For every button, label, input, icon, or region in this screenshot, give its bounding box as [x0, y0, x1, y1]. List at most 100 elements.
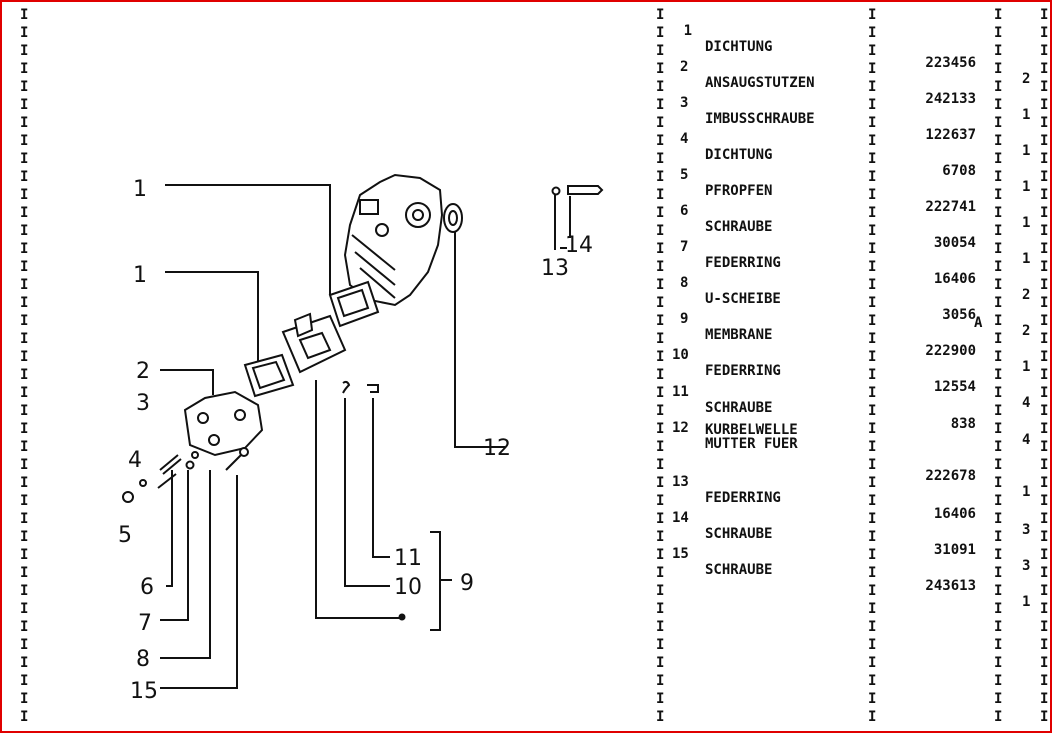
column-marker: I [1040, 511, 1049, 527]
row-quantity: 1 [1022, 484, 1031, 500]
column-marker: I [20, 673, 29, 689]
column-marker: I [656, 295, 665, 311]
row-quantity: 2 [1022, 287, 1031, 303]
row-position: 12 [672, 420, 689, 436]
column-marker: I [1040, 151, 1049, 167]
column-marker: I [994, 367, 1003, 383]
row-description: DICHTUNG [705, 39, 773, 55]
row-position: 2 [680, 59, 689, 75]
table-row: 13 FEDERRING 16406 3 [672, 458, 1030, 554]
column-marker: I [868, 169, 877, 185]
column-marker: I [656, 529, 665, 545]
row-description-line-2: KURBELWELLE [705, 422, 798, 438]
row-position: 4 [680, 131, 689, 147]
column-marker: I [994, 439, 1003, 455]
row-quantity: 1 [1022, 594, 1031, 610]
column-marker: I [1040, 169, 1049, 185]
column-marker: I [20, 709, 29, 725]
column-marker: I [20, 511, 29, 527]
row-quantity: 4 [1022, 395, 1031, 411]
column-marker: I [994, 25, 1003, 41]
column-marker: I [1040, 439, 1049, 455]
column-marker: I [656, 619, 665, 635]
column-marker: I [994, 637, 1003, 653]
column-marker: I [1040, 97, 1049, 113]
callout-3: 3 [136, 391, 150, 416]
column-marker: I [656, 7, 665, 23]
column-marker: I [994, 565, 1003, 581]
callout-1-upper: 1 [133, 177, 147, 202]
column-marker: I [868, 475, 877, 491]
column-marker: I [20, 349, 29, 365]
row-description: DICHTUNG [705, 147, 773, 163]
column-marker: I [868, 187, 877, 203]
column-marker: I [868, 25, 877, 41]
table-row: 1 DICHTUNG 223456 2 [672, 7, 1031, 103]
column-marker: I [656, 61, 665, 77]
column-marker: I [1040, 223, 1049, 239]
column-marker: I [20, 7, 29, 23]
column-marker: I [994, 655, 1003, 671]
column-marker: I [1040, 583, 1049, 599]
column-marker: I [994, 385, 1003, 401]
column-marker: I [656, 439, 665, 455]
row-part-number: 30054 [933, 235, 976, 251]
column-marker: I [1040, 349, 1049, 365]
column-marker: I [656, 511, 665, 527]
table-row: 7 FEDERRING 16406 2 [672, 223, 1030, 319]
column-marker: I [20, 457, 29, 473]
column-marker: I [1040, 7, 1049, 23]
column-marker: I [994, 403, 1003, 419]
column-marker: I [1040, 547, 1049, 563]
row-part-number: 16406 [933, 271, 976, 287]
column-marker: I [1040, 241, 1049, 257]
table-row: 3 IMBUSSCHRAUBE 122637 1 [672, 79, 1030, 175]
row-position: 7 [680, 239, 689, 255]
column-marker: I [994, 601, 1003, 617]
column-marker: I [994, 241, 1003, 257]
row-part-number: 16406 [933, 506, 976, 522]
table-row: 8 U-SCHEIBE 3056 2 [672, 259, 1030, 355]
row-part-number: 243613 [925, 578, 976, 594]
column-marker: I [656, 421, 665, 437]
column-marker: I [656, 673, 665, 689]
column-marker: I [20, 619, 29, 635]
row-position: 1 [683, 23, 692, 39]
column-marker: I [868, 493, 877, 509]
column-marker: I [868, 655, 877, 671]
column-marker: I [994, 709, 1003, 725]
column-marker: I [656, 223, 665, 239]
column-marker: I [868, 331, 877, 347]
column-marker: I [868, 439, 877, 455]
table-row: 4 DICHTUNG 6708 1 [672, 115, 1030, 211]
column-marker: I [1040, 61, 1049, 77]
column-marker: I [868, 673, 877, 689]
column-marker: I [1040, 475, 1049, 491]
column-marker: I [1040, 295, 1049, 311]
column-marker: I [868, 367, 877, 383]
row-position: 10 [672, 347, 689, 363]
column-marker: I [20, 583, 29, 599]
column-marker: I [20, 43, 29, 59]
column-marker: I [20, 295, 29, 311]
column-marker: I [656, 115, 665, 131]
column-marker: I [656, 385, 665, 401]
row-part-number: 242133 [925, 91, 976, 107]
column-marker: I [994, 223, 1003, 239]
column-marker: I [656, 79, 665, 95]
column-marker: I [868, 295, 877, 311]
column-marker: I [868, 61, 877, 77]
column-marker: I [20, 241, 29, 257]
column-marker: I [20, 151, 29, 167]
row-part-number: 222741 [925, 199, 976, 215]
row-part-number: 3056 [942, 307, 976, 323]
exploded-parts-diagram: 1 1 2 3 4 5 6 7 8 15 11 10 9 12 13 14 [118, 173, 604, 704]
column-marker: I [994, 673, 1003, 689]
column-marker: I [20, 97, 29, 113]
column-marker: I [994, 277, 1003, 293]
row-part-number: 31091 [933, 542, 976, 558]
column-marker: I [656, 547, 665, 563]
row-quantity: 3 [1022, 558, 1031, 574]
